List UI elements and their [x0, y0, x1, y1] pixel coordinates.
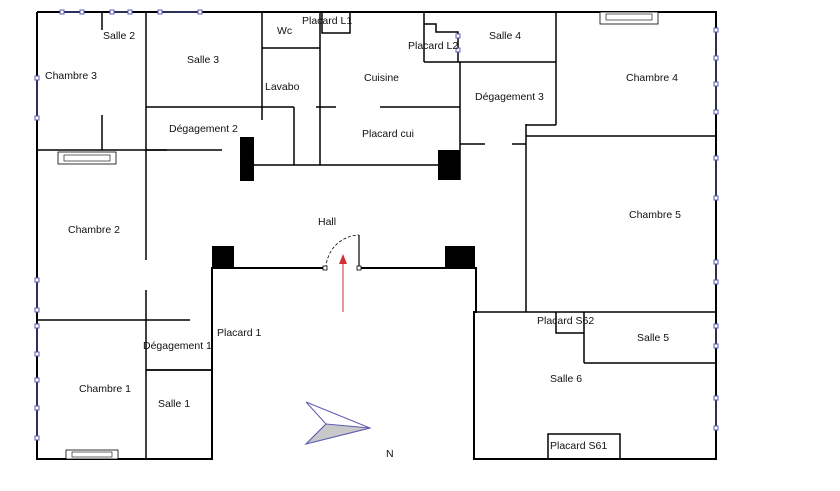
entry-arrow: [339, 254, 347, 312]
pillar-left: [240, 137, 254, 181]
room-label-chambre2: Chambre 2: [68, 224, 120, 236]
room-label-hall: Hall: [318, 216, 336, 228]
room-label-lavabo: Lavabo: [265, 81, 300, 93]
room-label-chambre4: Chambre 4: [626, 72, 678, 84]
room-label-degagement2: Dégagement 2: [169, 123, 238, 135]
room-label-placard-l2: Placard L2: [408, 40, 458, 52]
entry-door: [322, 234, 362, 271]
room-label-placard1: Placard 1: [217, 327, 262, 339]
room-label-placard-s62: Placard S62: [537, 315, 594, 327]
room-label-chambre3: Chambre 3: [45, 70, 97, 82]
pillar-hall-left: [212, 246, 234, 268]
room-label-chambre5: Chambre 5: [629, 209, 681, 221]
compass: N: [304, 401, 394, 460]
room-label-salle1: Salle 1: [158, 398, 190, 410]
room-labels: Salle 2 Chambre 3 Salle 3 Wc Placard L1 …: [45, 15, 681, 452]
pillars: [212, 137, 475, 268]
room-label-placard-cui: Placard cui: [362, 128, 414, 140]
room-label-degagement3: Dégagement 3: [475, 91, 544, 103]
pillar-right: [438, 150, 460, 180]
room-label-chambre1: Chambre 1: [79, 383, 131, 395]
room-label-degagement1: Dégagement 1: [143, 340, 212, 352]
interior-walls: [37, 12, 716, 459]
room-label-cuisine: Cuisine: [364, 72, 399, 84]
room-label-salle5: Salle 5: [637, 332, 669, 344]
room-label-wc: Wc: [277, 25, 292, 37]
room-label-salle6: Salle 6: [550, 373, 582, 385]
room-label-placard-s61: Placard S61: [550, 440, 607, 452]
radiators: [57, 11, 659, 460]
room-label-salle3: Salle 3: [187, 54, 219, 66]
compass-north-label: N: [386, 448, 394, 460]
windows: [34, 9, 719, 441]
room-label-salle4: Salle 4: [489, 30, 521, 42]
pillar-hall-right: [445, 246, 475, 268]
room-label-placard-l1: Placard L1: [302, 15, 352, 27]
room-label-salle2: Salle 2: [103, 30, 135, 42]
